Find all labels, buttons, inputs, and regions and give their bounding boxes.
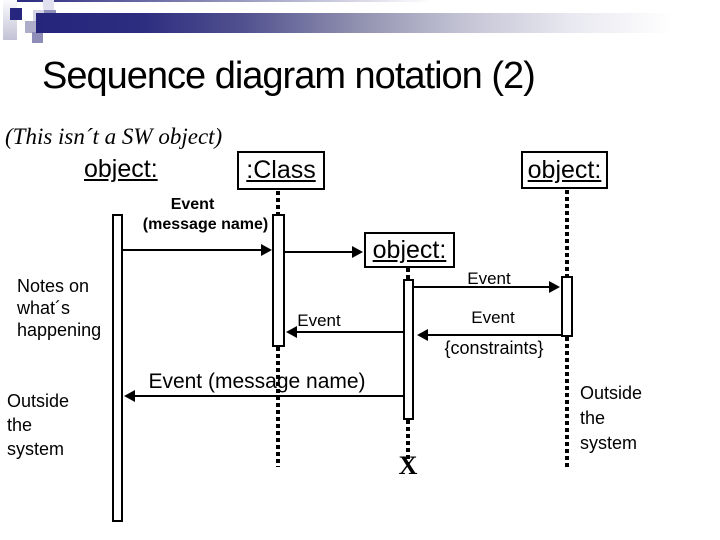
decor-square (43, 0, 54, 10)
lifeline-dash-middle-bottom (406, 420, 410, 464)
note-outside-system-right: Outside the system (580, 381, 642, 456)
message-label-constraints: {constraints} (444, 338, 544, 358)
arrowhead-left-icon (417, 329, 428, 341)
activation-bar-left (112, 214, 123, 522)
lifeline-head-middle-object-box: object: (364, 232, 455, 268)
arrow-line-event-to-right (413, 286, 550, 288)
note-whats-happening: Notes on what´s happening (17, 275, 101, 341)
lifeline-dash-right-bottom (565, 337, 569, 467)
header-gradient-bar (36, 13, 720, 33)
decor-square (10, 8, 22, 20)
arrowhead-left-icon (286, 326, 297, 338)
arrowhead-right-icon (261, 244, 272, 256)
lifeline-dash-class-bottom (276, 347, 280, 467)
message-label-message-name: (message name) (142, 216, 269, 233)
lifeline-dash-right-top (565, 190, 569, 276)
message-label-event-from-right: Event (471, 308, 515, 327)
lifeline-dash-class-top (276, 191, 280, 214)
slide-title: Sequence diagram notation (2) (42, 55, 536, 97)
note-line: Outside (7, 391, 70, 411)
activation-bar-right (561, 276, 573, 337)
activation-bar-middle (403, 279, 414, 420)
header-top-line (10, 0, 433, 2)
message-label-event: Event (170, 196, 215, 213)
note-line: Outside (580, 383, 643, 403)
note-line: what´s (17, 298, 71, 318)
lifeline-head-right-object-box: object: (521, 151, 608, 189)
note-line: the (7, 415, 33, 435)
arrow-line-event-from-right (428, 334, 561, 336)
arrow-line-event-to-class (123, 249, 262, 251)
arrow-line-event-to-class-return (297, 331, 403, 333)
arrowhead-right-icon (549, 281, 560, 293)
lifeline-head-left-object: object: (84, 155, 158, 183)
lifeline-head-class-label: :Class (246, 156, 316, 184)
arrowhead-right-icon (352, 246, 363, 258)
note-line: system (580, 433, 638, 453)
decor-square (32, 32, 43, 43)
lifeline-head-class-box: :Class (237, 151, 325, 190)
activation-bar-class (272, 214, 285, 347)
note-outside-system-left: Outside the system (7, 389, 69, 461)
message-label-event-return: Event (297, 311, 341, 330)
message-label-long-return: Event (message name) (148, 370, 366, 393)
header-vertical-bar (3, 0, 17, 40)
message-label-event-to-right: Event (467, 269, 511, 288)
lifeline-dash-middle-top (406, 268, 410, 279)
arrowhead-left-icon (124, 390, 135, 402)
arrow-line-create-object (284, 251, 353, 253)
destroy-marker: X (398, 451, 418, 480)
note-line: the (580, 408, 606, 428)
note-line: system (7, 439, 65, 459)
lifeline-head-right-label: object: (527, 155, 602, 184)
note-line: happening (17, 320, 102, 340)
slide-subtitle: (This isn´t a SW object) (5, 124, 223, 149)
note-line: Notes on (17, 276, 90, 296)
arrow-line-long-return (135, 395, 404, 397)
decor-square (25, 21, 37, 33)
lifeline-head-middle-label: object: (372, 235, 447, 264)
